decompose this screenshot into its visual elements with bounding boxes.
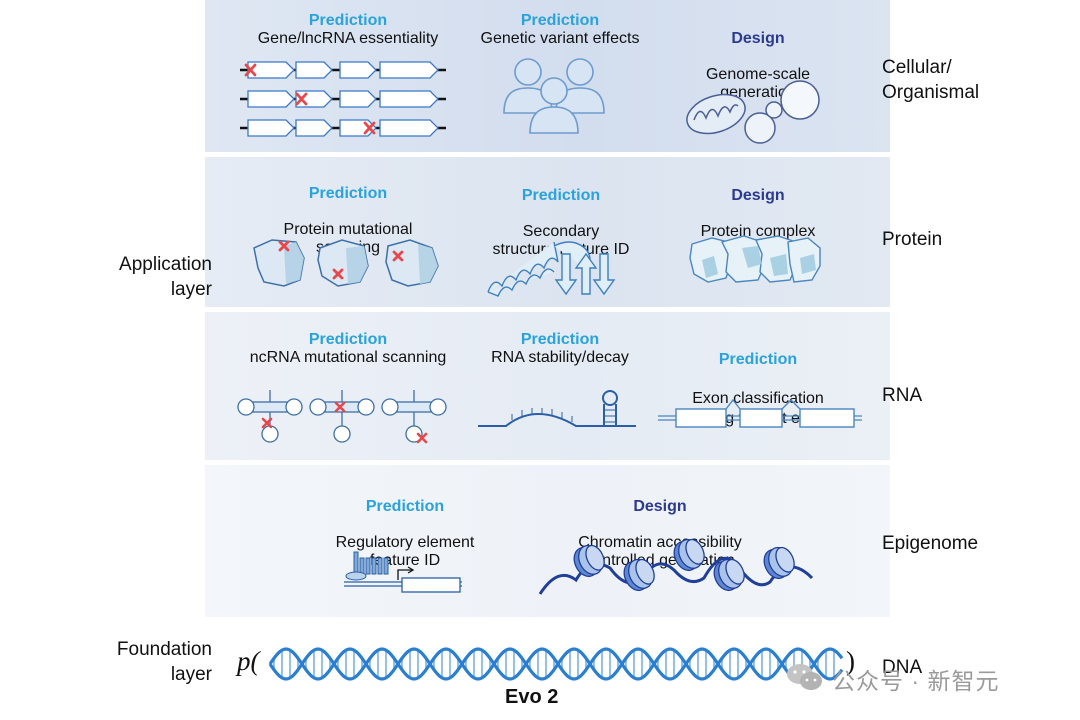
gene-track-icon [240, 61, 446, 137]
task-ncrna-scanning: Prediction ncRNA mutational scanning [222, 331, 474, 367]
prediction-tag: Prediction [520, 12, 600, 29]
layer-cellular: Cellular/ Organismal [882, 57, 980, 103]
task-title: Genome-scale generation [705, 66, 811, 101]
dna-helix-icon [268, 647, 844, 681]
foundation-layer-label: Foundation layer [116, 639, 212, 685]
prediction-tag: Prediction [365, 498, 445, 515]
dna-strand [268, 647, 844, 681]
model-name: Evo 2 [505, 686, 559, 708]
trna-cloverleaf-icon [237, 390, 447, 444]
people-icon [503, 58, 605, 134]
rna-hairpin-icon [478, 390, 636, 427]
prediction-tag: Prediction [308, 185, 388, 202]
prediction-tag: Prediction [520, 331, 600, 348]
task-genome-generation: Design Genome-scale generation [676, 12, 840, 120]
exon-splicing-icon [658, 398, 862, 428]
probability-close: ) [846, 646, 855, 676]
design-tag: Design [731, 187, 785, 204]
prediction-tag: Prediction [718, 351, 798, 368]
task-title: RNA stability/decay [491, 349, 629, 366]
transcription-factor-icon [344, 551, 462, 593]
wechat-logo-icon [787, 664, 822, 690]
application-layer-label: Application layer [119, 254, 212, 300]
epigenome-band [205, 465, 890, 617]
prediction-tag: Prediction [521, 187, 601, 204]
prediction-tag: Prediction [308, 12, 388, 29]
task-title: Genetic variant effects [480, 30, 640, 47]
task-regulatory-element: Prediction Regulatory element feature ID [320, 480, 490, 588]
alpha-helix-beta-sheet-icon [487, 241, 616, 297]
layer-dna: DNA [882, 657, 923, 678]
layer-rna: RNA [882, 385, 923, 406]
task-secondary-structure: Prediction Secondary structure feature I… [468, 169, 654, 277]
mitochondria-cell-icon [686, 80, 820, 144]
nucleosome-icon [538, 538, 814, 595]
task-rna-stability: Prediction RNA stability/decay [470, 331, 650, 367]
design-tag: Design [731, 30, 785, 47]
watermark-text: 公众号 · 新智元 [832, 668, 1000, 694]
task-gene-essentiality: Prediction Gene/lncRNA essentiality [238, 12, 458, 48]
layer-epigenome: Epigenome [882, 533, 979, 554]
protein-blob-icon [253, 239, 439, 287]
prediction-tag: Prediction [308, 331, 388, 348]
probability-open: p( [237, 646, 260, 676]
task-title: Gene/lncRNA essentiality [257, 30, 439, 47]
rna-band [205, 312, 890, 460]
task-title: ncRNA mutational scanning [249, 349, 447, 366]
protein-complex-icon [689, 235, 821, 283]
task-variant-effects: Prediction Genetic variant effects [462, 12, 658, 48]
design-tag: Design [633, 498, 687, 515]
layer-protein: Protein [882, 229, 943, 250]
